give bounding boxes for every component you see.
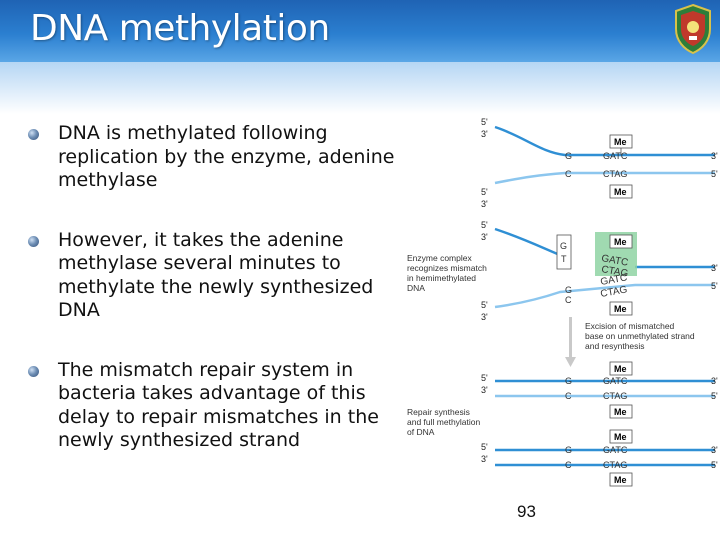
mismatch-box bbox=[556, 234, 572, 270]
methyl-box bbox=[609, 234, 633, 249]
methyl-label: Me bbox=[614, 137, 627, 147]
three-prime-label: 3' bbox=[481, 312, 488, 322]
methyl-box bbox=[609, 472, 633, 487]
page-number: 93 bbox=[517, 502, 536, 521]
new-strand bbox=[494, 171, 715, 185]
slide-title: DNA methylation bbox=[30, 8, 330, 49]
mismatch-repair-figure: 5' 3' Me G GATC C CTAG 3' 5' Me 5' 3' 5'… bbox=[405, 117, 720, 490]
three-prime-label: 3' bbox=[711, 263, 718, 273]
five-prime-label: 5' bbox=[711, 460, 718, 470]
base-g: G bbox=[565, 445, 572, 455]
base-c: C bbox=[565, 169, 572, 179]
excision-label: and resynthesis bbox=[585, 341, 645, 351]
bullet-dot-icon bbox=[28, 235, 39, 247]
title-bar-fade bbox=[0, 62, 720, 114]
seq-gatc: GATC bbox=[603, 151, 628, 161]
enzyme-label: Enzyme complex bbox=[407, 253, 472, 263]
five-prime-label: 5' bbox=[481, 117, 488, 127]
excision-label: Excision of mismatched bbox=[585, 321, 675, 331]
methyl-box bbox=[609, 301, 633, 316]
three-prime-label: 3' bbox=[481, 199, 488, 209]
methyl-box bbox=[609, 184, 633, 199]
bullet-item: However, it takes the adenine methylase … bbox=[28, 229, 408, 323]
base-c: C bbox=[565, 391, 572, 401]
repair-label: Repair synthesis bbox=[407, 407, 470, 417]
base-c: C bbox=[565, 295, 572, 305]
base-t: T bbox=[561, 254, 567, 264]
base-c: C bbox=[565, 460, 572, 470]
bullet-text: The mismatch repair system in bacteria t… bbox=[58, 358, 379, 452]
bullet-dot-icon bbox=[28, 365, 39, 377]
three-prime-label: 3' bbox=[481, 129, 488, 139]
three-prime-label: 3' bbox=[481, 454, 488, 464]
enzyme-label: DNA bbox=[407, 283, 425, 293]
seq-ctag: CTAG bbox=[600, 284, 629, 300]
bullet-item: DNA is methylated following replication … bbox=[28, 122, 408, 193]
bullet-item: The mismatch repair system in bacteria t… bbox=[28, 359, 408, 453]
repair-label: and full methylation bbox=[407, 417, 481, 427]
seq-gatc: GATC bbox=[603, 376, 628, 386]
five-prime-label: 5' bbox=[481, 373, 488, 383]
methyl-box bbox=[609, 429, 633, 444]
title-bar bbox=[0, 0, 720, 62]
three-prime-label: 3' bbox=[711, 376, 718, 386]
base-g: G bbox=[565, 285, 572, 295]
bullet-list: DNA is methylated following replication … bbox=[28, 122, 408, 489]
methyl-label: Me bbox=[614, 432, 627, 442]
three-prime-label: 3' bbox=[711, 151, 718, 161]
seq-gatc: GATC bbox=[600, 272, 629, 288]
old-strand bbox=[494, 125, 715, 157]
methyl-label: Me bbox=[614, 237, 627, 247]
methyl-label: Me bbox=[614, 475, 627, 485]
seq-gatc: GATC bbox=[603, 445, 628, 455]
methyl-box bbox=[609, 361, 633, 376]
methyl-box bbox=[609, 404, 633, 419]
five-prime-label: 5' bbox=[711, 391, 718, 401]
seq-ctag: CTAG bbox=[603, 391, 627, 401]
methyl-label: Me bbox=[614, 364, 627, 374]
methyl-label: Me bbox=[614, 304, 627, 314]
five-prime-label: 5' bbox=[711, 169, 718, 179]
seq-gatc: GATC bbox=[600, 253, 629, 269]
five-prime-label: 5' bbox=[481, 442, 488, 452]
five-prime-label: 5' bbox=[481, 187, 488, 197]
excision-label: base on unmethylated strand bbox=[585, 331, 695, 341]
seq-ctag: CTAG bbox=[600, 264, 629, 280]
enzyme-label: in hemimethylated bbox=[407, 273, 476, 283]
seq-ctag: CTAG bbox=[603, 460, 627, 470]
bullet-dot-icon bbox=[28, 129, 39, 140]
five-prime-label: 5' bbox=[481, 220, 488, 230]
base-g: G bbox=[560, 241, 567, 251]
bullet-text: DNA is methylated following replication … bbox=[58, 122, 395, 191]
methyl-label: Me bbox=[614, 187, 627, 197]
process-arrow bbox=[569, 317, 572, 357]
mismatch-repair-diagram: 5' 3' Me G GATC C CTAG 3' 5' Me 5' 3' 5'… bbox=[407, 117, 718, 487]
enzyme-label: recognizes mismatch bbox=[407, 263, 487, 273]
five-prime-label: 5' bbox=[481, 300, 488, 310]
repair-label: of DNA bbox=[407, 427, 435, 437]
bullet-text: However, it takes the adenine methylase … bbox=[58, 228, 374, 322]
three-prime-label: 3' bbox=[481, 232, 488, 242]
arrow-head-icon bbox=[565, 357, 576, 367]
three-prime-label: 3' bbox=[711, 445, 718, 455]
seq-ctag: CTAG bbox=[603, 169, 627, 179]
three-prime-label: 3' bbox=[481, 385, 488, 395]
methyl-label: Me bbox=[614, 407, 627, 417]
university-emblem-icon bbox=[675, 3, 711, 55]
five-prime-label: 5' bbox=[711, 281, 718, 291]
base-g: G bbox=[565, 151, 572, 161]
base-g: G bbox=[565, 376, 572, 386]
